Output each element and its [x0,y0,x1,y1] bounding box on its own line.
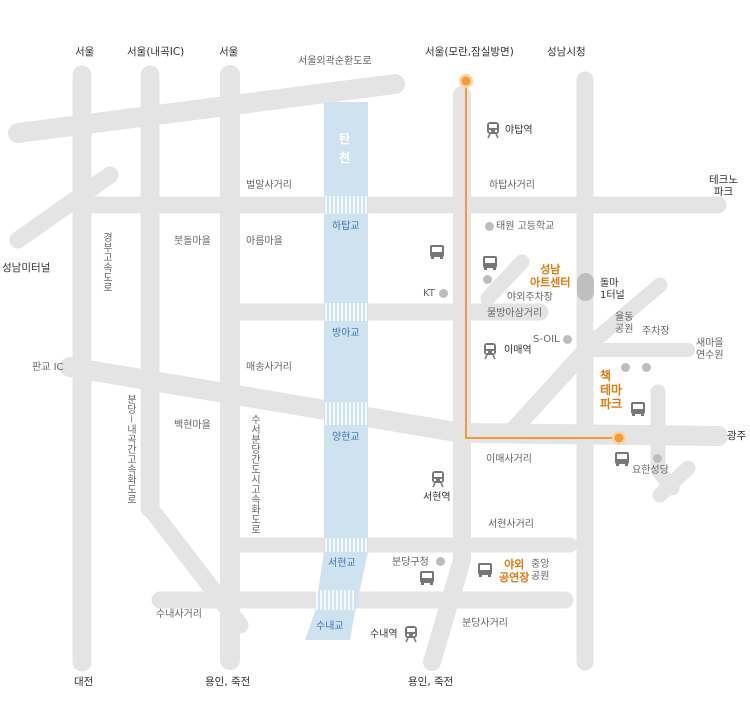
place-parking: 주차장 [642,326,670,337]
road-network [8,65,728,672]
place-imae-station: 이매역 [504,345,532,356]
place-bundang-office: 분당구청 [392,557,429,568]
bus-icon [482,255,498,271]
direction-pangyo-ic: 판교 IC [32,362,64,373]
place-maesong: 매송사거리 [246,362,292,373]
place-bundang-cross: 분당사거리 [462,618,508,629]
road-name-outer-ring: 서울외곽순환도로 [298,56,372,67]
route-line [465,82,619,439]
place-sunae-station: 수내역 [370,629,398,640]
train-icon [486,121,500,139]
bus-icon [429,244,445,260]
direction-seongnam-terminal: 성남미터널 [2,262,51,274]
place-imae-cross: 이매사거리 [486,454,532,465]
bus-icon [419,570,435,586]
direction-yongin-right: 용인, 죽전 [408,676,454,688]
bridge-label-seohyeon: 서현교 [328,558,356,569]
road-yohan-diagonal [652,460,696,503]
road-name-suseo-bundang: 수서분당간도시고속화도로 [248,414,260,534]
marker-bundang-office-dot [436,557,445,566]
place-saemaeul: 새마을 연수원 [696,338,724,361]
place-baekhyeon: 백현마을 [174,420,211,431]
direction-seongnam-cityhall: 성남시청 [547,46,586,58]
place-taewon-school: 태원 고등학교 [496,221,555,232]
road-seohyeon-north-south [423,86,471,671]
train-icon [483,342,497,360]
bus-icon [614,451,630,467]
place-kt: KT [423,288,435,299]
place-areum: 아름마을 [246,236,283,247]
marker-parking-dot [642,363,651,372]
dolma-terminal-marker [577,273,594,301]
road-seongnam-terminal [9,166,119,249]
bridge-label-yanghyeon: 양현교 [332,432,360,443]
road-art-center-diagonal [480,254,530,306]
route-start-marker [459,74,473,88]
place-outdoor-stage: 야외 공연장 [499,558,530,584]
marker-yuldong-dot [621,363,630,372]
bridge-sunae-stripes [316,590,354,610]
direction-seoul-moran: 서울(모란,잠실방면) [425,46,514,58]
bridge-banga-stripes [325,303,367,321]
marker-kt-dot [439,289,448,298]
road-name-bundang-naegok: 분당－내곡간고속화도로 [124,394,136,504]
train-icon [431,470,445,488]
river-bottom-segment [305,612,355,640]
bridge-yanghyeon-stripes [325,402,367,425]
direction-seoul-ic: 서울(내곡IC) [127,46,185,58]
bus-icon [630,401,646,417]
direction-gwangju: 광주 [727,430,747,442]
place-hatap-cross: 하탑사거리 [489,180,535,191]
bus-icon [477,562,493,578]
place-sunae-cross: 수내사거리 [156,609,202,620]
marker-yohan-church-dot [653,454,662,463]
place-seohyeon-station: 서현역 [423,492,451,503]
place-outdoor-parking: 야외주차장 [507,292,553,303]
bridge-crossings [316,196,367,610]
place-book-theme-park: 책 테마 파크 [600,369,623,411]
direction-seoul-mid: 서울 [219,46,239,58]
river-name-tancheon: 탄 천 [339,132,351,165]
direction-daejeon: 대전 [74,676,94,688]
marker-taewon-school-dot [485,222,494,231]
bridge-label-hatap: 하탑교 [332,221,360,232]
marker-soil-dot [563,335,572,344]
direction-techno-park: 테크노 파크 [709,174,738,199]
direction-yongin-left: 용인, 죽전 [205,676,251,688]
place-yohan-church: 요한성당 [632,465,669,476]
place-central-park: 중앙 공원 [531,559,550,582]
place-dolma-terminal: 돌마 1터널 [600,278,625,301]
place-butdol: 붓돌마을 [174,236,211,247]
bridge-hatap-stripes [325,196,367,214]
place-art-center: 성남 아트센터 [530,263,571,289]
place-yatap-station: 야탑역 [505,125,533,136]
direction-seoul-left: 서울 [75,46,95,58]
road-book-park-north [587,277,668,348]
place-seohyeon-cross: 서현사거리 [488,519,534,530]
place-yuldong-park: 율동 공원 [615,312,634,335]
route-end-marker [612,431,626,445]
place-soil: S-OIL [533,334,560,345]
bridge-label-banga: 방아교 [332,328,360,339]
marker-outdoor-parking-dot [483,275,492,284]
road-name-gyeongbu: 경부고속도로 [100,232,112,292]
train-icon [404,625,418,643]
river-body [324,102,368,552]
place-mulbangi: 물방아삼거리 [487,308,543,319]
place-beolmal: 벌말사거리 [246,180,292,191]
bridge-seohyeon-stripes [325,538,367,552]
bridge-label-sunae: 수내교 [316,621,344,632]
